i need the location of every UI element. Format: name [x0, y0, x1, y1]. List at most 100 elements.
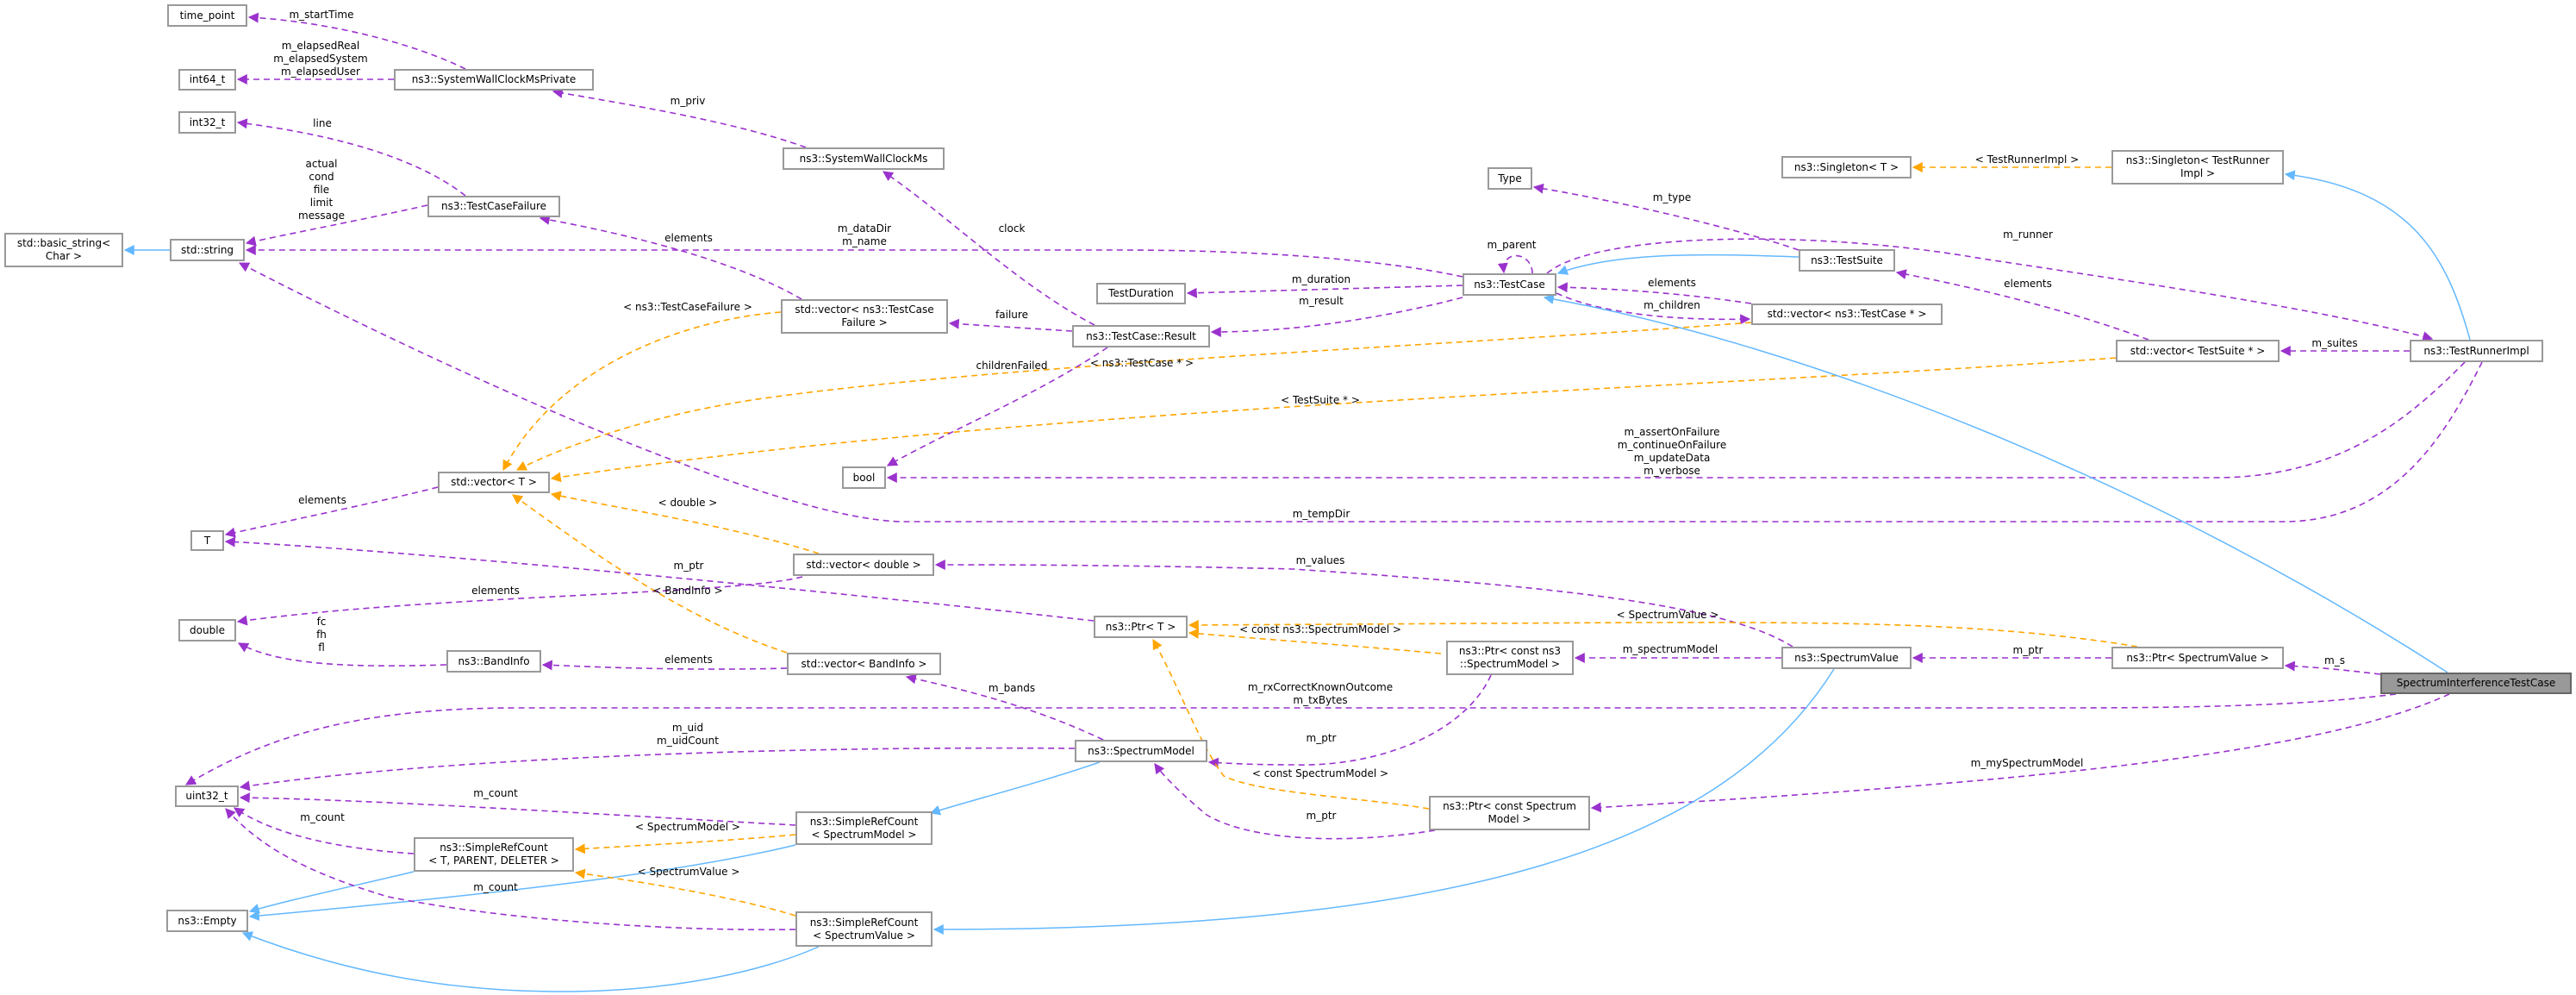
class-node-testsuite[interactable]: ns3::TestSuite — [1799, 249, 1895, 272]
class-node-int64-t[interactable]: int64_t — [178, 69, 236, 91]
class-node-label: ns3::SimpleRefCount — [809, 815, 919, 828]
edge-label-line: m_tempDir — [1292, 508, 1350, 520]
edge-label-line: fl — [318, 641, 325, 654]
edge-usage-vec_t-to-t — [224, 486, 439, 538]
class-node-spectrum-value[interactable]: ns3::SpectrumValue — [1781, 647, 1912, 669]
class-node-double[interactable]: double — [178, 619, 236, 641]
edge-label-line: cond — [309, 171, 334, 183]
edge-inheritance-testrunner_impl-to-singleton_tri — [2284, 170, 2471, 341]
class-node-ptr-const-ns3-sm[interactable]: ns3::Ptr< const ns3::SpectrumModel > — [1446, 641, 1574, 675]
class-node-src-sm[interactable]: ns3::SimpleRefCount< SpectrumModel > — [795, 811, 932, 845]
class-node-swcm-private[interactable]: ns3::SystemWallClockMsPrivate — [394, 69, 594, 91]
class-node-vec-ts-ptr[interactable]: std::vector< TestSuite * > — [2116, 340, 2280, 362]
class-node-testrunner-impl[interactable]: ns3::TestRunnerImpl — [2410, 340, 2543, 362]
class-node-label: bool — [852, 471, 876, 484]
edge-label: elements — [1648, 277, 1696, 290]
edge-label: m_duration — [1292, 273, 1350, 286]
edge-label-line: m_parent — [1487, 239, 1537, 251]
class-node-vec-tc-ptr[interactable]: std::vector< ns3::TestCase * > — [1751, 304, 1943, 325]
edge-usage-testcase-to-vec_tc_ptr — [1556, 292, 1751, 325]
class-node-empty[interactable]: ns3::Empty — [166, 910, 248, 932]
edge-usage-bandinfo-to-double — [237, 642, 447, 667]
edge-label-line: m_mySpectrumModel — [1970, 757, 2084, 769]
edge-label-line: m_count — [300, 811, 345, 823]
class-node-label: < T, PARENT, DELETER > — [428, 854, 559, 867]
class-node-basic-string[interactable]: std::basic_string<Char > — [4, 233, 123, 267]
edge-template-vec_tcf-to-vec_t — [502, 311, 782, 472]
class-node-tc-result[interactable]: ns3::TestCase::Result — [1072, 325, 1210, 347]
edge-label-line: limit — [309, 197, 334, 209]
edge-label-line: elements — [1648, 277, 1696, 289]
edge-label-line: m_suites — [2311, 337, 2358, 349]
class-node-spectrum-model[interactable]: ns3::SpectrumModel — [1075, 740, 1207, 762]
class-node-testcase-failure[interactable]: ns3::TestCaseFailure — [427, 196, 560, 217]
class-node-type[interactable]: Type — [1488, 167, 1532, 190]
edge-template-vec_double-to-vec_t — [550, 491, 820, 554]
edge-label: m_ptr — [1307, 732, 1337, 745]
class-node-vec-t[interactable]: std::vector< T > — [438, 472, 550, 493]
class-node-t[interactable]: T — [190, 530, 224, 551]
edge-label: < BandInfo > — [652, 585, 722, 598]
class-node-uint32-t[interactable]: uint32_t — [175, 785, 239, 807]
edge-label: < const SpectrumModel > — [1252, 767, 1388, 780]
edge-label: m_suites — [2311, 337, 2357, 350]
class-node-label: int32_t — [189, 116, 226, 128]
edge-usage-sitc-to-ptr_const_sm — [1590, 693, 2450, 813]
edge-label: m_mySpectrumModel — [1971, 757, 2084, 770]
class-node-label: std::vector< T > — [451, 476, 537, 488]
class-node-label: ns3::SimpleRefCount — [809, 916, 919, 929]
edge-label-line: elements — [471, 585, 520, 597]
edge-usage-vec_tc_ptr-to-testcase — [1556, 282, 1752, 304]
class-node-label: Failure > — [841, 316, 888, 329]
class-node-label: ns3::Singleton< T > — [1793, 160, 1899, 173]
class-node-time-point[interactable]: time_point — [167, 4, 247, 27]
edge-label: < ns3::TestCaseFailure > — [623, 301, 752, 314]
class-node-test-duration[interactable]: TestDuration — [1096, 283, 1186, 304]
class-node-ptr-t[interactable]: ns3::Ptr< T > — [1094, 616, 1188, 638]
class-node-label: < SpectrumValue > — [813, 929, 915, 942]
class-node-vec-bandinfo[interactable]: std::vector< BandInfo > — [787, 653, 941, 675]
edge-label-line: line — [313, 117, 332, 129]
class-node-std-string[interactable]: std::string — [170, 239, 245, 261]
edge-label: m_startTime — [289, 9, 353, 22]
class-node-src-tpd[interactable]: ns3::SimpleRefCount< T, PARENT, DELETER … — [414, 837, 574, 872]
edge-label-line: elements — [2004, 278, 2052, 290]
edge-usage-spectrum_model-to-vec_bandinfo — [905, 673, 1104, 741]
class-node-vec-double[interactable]: std::vector< double > — [793, 554, 934, 576]
edge-label: m_ptr — [2013, 644, 2043, 657]
class-node-swcm[interactable]: ns3::SystemWallClockMs — [783, 147, 945, 170]
edge-label: elements — [471, 585, 520, 598]
class-node-bandinfo[interactable]: ns3::BandInfo — [446, 650, 541, 673]
edge-template-ptr_sv-to-ptr_t — [1188, 619, 2138, 648]
edge-label: < const ns3::SpectrumModel > — [1239, 623, 1401, 636]
edge-label-line: m_dataDir — [837, 222, 892, 235]
edge-label: < SpectrumValue > — [1617, 609, 1719, 622]
class-node-ptr-sv[interactable]: ns3::Ptr< SpectrumValue > — [2111, 647, 2284, 669]
class-node-label: ns3::Ptr< const ns3 — [1458, 645, 1562, 657]
class-node-bool[interactable]: bool — [842, 466, 886, 489]
class-node-singleton-t[interactable]: ns3::Singleton< T > — [1781, 156, 1912, 178]
class-node-int32-t[interactable]: int32_t — [178, 111, 236, 134]
class-node-sitc[interactable]: SpectrumInterferenceTestCase — [2380, 673, 2572, 694]
edge-label-line: m_updateData — [1633, 452, 1711, 464]
class-node-label: std::vector< TestSuite * > — [2130, 344, 2266, 357]
edge-label-line: clock — [998, 222, 1026, 235]
class-node-testcase[interactable]: ns3::TestCase — [1463, 273, 1556, 296]
edge-usage-vec_tcf-to-testcase_failure — [539, 215, 802, 300]
edge-usage-testcase_failure-to-int32_t — [236, 118, 466, 197]
edge-label: elements — [664, 232, 713, 245]
edge-label: m_priv — [671, 95, 706, 108]
class-node-label: SpectrumInterferenceTestCase — [2396, 677, 2556, 689]
edge-label-line: failure — [995, 309, 1028, 321]
class-node-src-sv[interactable]: ns3::SimpleRefCount< SpectrumValue > — [795, 911, 932, 947]
edge-label-line: m_values — [1295, 554, 1345, 566]
edge-label-line: m_priv — [670, 95, 706, 107]
edge-usage-src_sv-to-uint32_t — [225, 808, 796, 931]
class-node-label: ns3::TestRunnerImpl — [2423, 344, 2529, 357]
edge-label-line: m_children — [1644, 299, 1700, 311]
